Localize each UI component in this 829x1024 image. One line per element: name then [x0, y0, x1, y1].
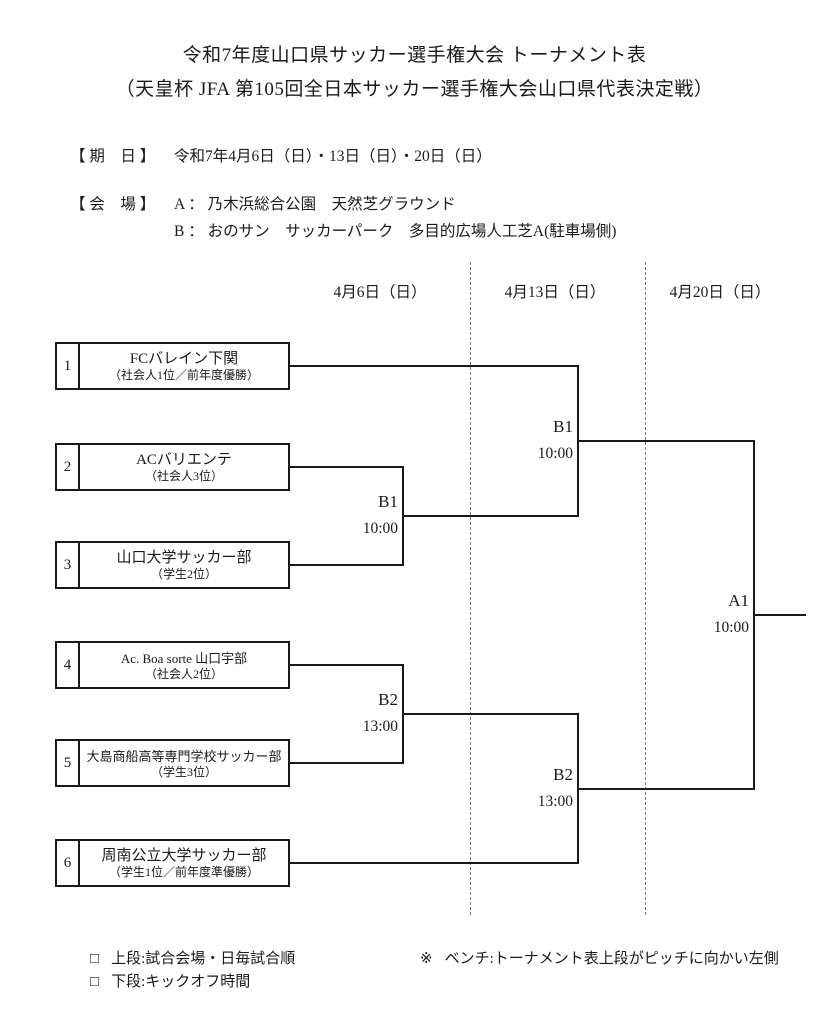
- team-box-5: 5 大島商船高等専門学校サッカー部 （学生3位）: [55, 739, 290, 787]
- team-name: 周南公立大学サッカー部: [101, 847, 267, 864]
- match-code: A1: [728, 591, 749, 610]
- page-subtitle: （天皇杯 JFA 第105回全日本サッカー選手権大会山口県代表決定戦）: [115, 79, 714, 100]
- match-label-sf-b1: B1 10:00: [483, 416, 573, 463]
- connector-team4: [290, 664, 404, 666]
- column-header-apr20: 4月20日（日）: [669, 284, 771, 301]
- page-title: 令和7年度山口県サッカー選手権大会 トーナメント表: [182, 45, 647, 66]
- connector-team1: [290, 365, 579, 367]
- team-box-1: 1 FCバレイン下関 （社会人1位／前年度優勝）: [55, 342, 290, 390]
- reference-mark-icon: ※: [420, 951, 433, 967]
- team-name: 山口大学サッカー部: [116, 549, 252, 566]
- legend-upper-row: □ 上段:試合会場・日毎試合順: [75, 930, 295, 985]
- column-header-apr13: 4月13日（日）: [504, 284, 606, 301]
- connector-team2: [290, 466, 404, 468]
- bracket-r1-b2-winner-line: [402, 713, 579, 715]
- team-note: （学生1位／前年度準優勝）: [108, 864, 259, 879]
- match-label-final-a1: A1 10:00: [659, 590, 749, 637]
- match-label-r1-b1: B1 10:00: [308, 491, 398, 538]
- bracket-sf-b1-winner-line: [577, 440, 755, 442]
- date-value: 令和7年4月6日（日）・13日（日）・20日（日）: [174, 148, 492, 165]
- match-label-r1-b2: B2 13:00: [308, 689, 398, 736]
- team-seed: 1: [57, 344, 80, 388]
- match-time: 13:00: [362, 718, 398, 735]
- match-time: 13:00: [537, 793, 573, 810]
- bracket-r1-b1-winner-line: [402, 515, 579, 517]
- bracket-champion-line: [753, 614, 806, 616]
- match-code: B2: [553, 765, 573, 784]
- team-name: ACバリエンテ: [136, 451, 232, 468]
- match-code: B1: [378, 492, 398, 511]
- match-time: 10:00: [537, 445, 573, 462]
- team-name: FCバレイン下関: [129, 350, 239, 367]
- connector-team3: [290, 564, 404, 566]
- connector-team6: [290, 862, 579, 864]
- venue-b: B ： おのサン サッカーパーク 多目的広場人工芝A(駐車場側): [174, 223, 617, 240]
- match-code: B2: [378, 690, 398, 709]
- team-seed: 5: [57, 741, 80, 785]
- team-name: 大島商船高等専門学校サッカー部: [86, 748, 282, 764]
- venue-row: 【 会 場 】 A ： 乃木浜総合公園 天然芝グラウンド: [70, 192, 456, 214]
- team-note: （社会人3位）: [144, 468, 223, 483]
- team-name: Ac. Boa sorte 山口宇部: [120, 650, 248, 666]
- venue-a: A ： 乃木浜総合公園 天然芝グラウンド: [174, 196, 456, 213]
- team-note: （学生2位）: [150, 566, 217, 581]
- bracket-sf-b2-winner-line: [577, 788, 755, 790]
- team-box-6: 6 周南公立大学サッカー部 （学生1位／前年度準優勝）: [55, 839, 290, 887]
- date-row: 【 期 日 】 令和7年4月6日（日）・13日（日）・20日（日）: [70, 144, 492, 166]
- team-seed: 3: [57, 543, 80, 587]
- bench-note: ※ ベンチ:トーナメント表上段がピッチに向かい左側: [405, 930, 779, 985]
- column-divider-1: [470, 262, 471, 915]
- bench-note-text: ベンチ:トーナメント表上段がピッチに向かい左側: [444, 951, 779, 967]
- venue-label: 【 会 場 】: [70, 196, 156, 213]
- team-box-4: 4 Ac. Boa sorte 山口宇部 （社会人2位）: [55, 641, 290, 689]
- team-box-2: 2 ACバリエンテ （社会人3位）: [55, 443, 290, 491]
- team-note: （社会人2位）: [144, 666, 223, 681]
- team-seed: 6: [57, 841, 80, 885]
- column-divider-2: [645, 262, 646, 915]
- checkbox-icon: □: [90, 951, 100, 967]
- match-label-sf-b2: B2 13:00: [483, 764, 573, 811]
- team-box-3: 3 山口大学サッカー部 （学生2位）: [55, 541, 290, 589]
- match-time: 10:00: [362, 520, 398, 537]
- legend-upper-text: 上段:試合会場・日毎試合順: [111, 951, 296, 967]
- legend-lower-text: 下段:キックオフ時間: [111, 974, 251, 990]
- date-label: 【 期 日 】: [70, 148, 156, 165]
- team-seed: 2: [57, 445, 80, 489]
- match-code: B1: [553, 417, 573, 436]
- connector-team5: [290, 762, 404, 764]
- checkbox-icon: □: [90, 974, 100, 990]
- match-time: 10:00: [713, 619, 749, 636]
- team-note: （社会人1位／前年度優勝）: [108, 367, 259, 382]
- column-header-apr6: 4月6日（日）: [333, 284, 427, 301]
- legend-lower-row: □ 下段:キックオフ時間: [75, 953, 250, 1008]
- team-seed: 4: [57, 643, 80, 687]
- team-note: （学生3位）: [150, 764, 217, 779]
